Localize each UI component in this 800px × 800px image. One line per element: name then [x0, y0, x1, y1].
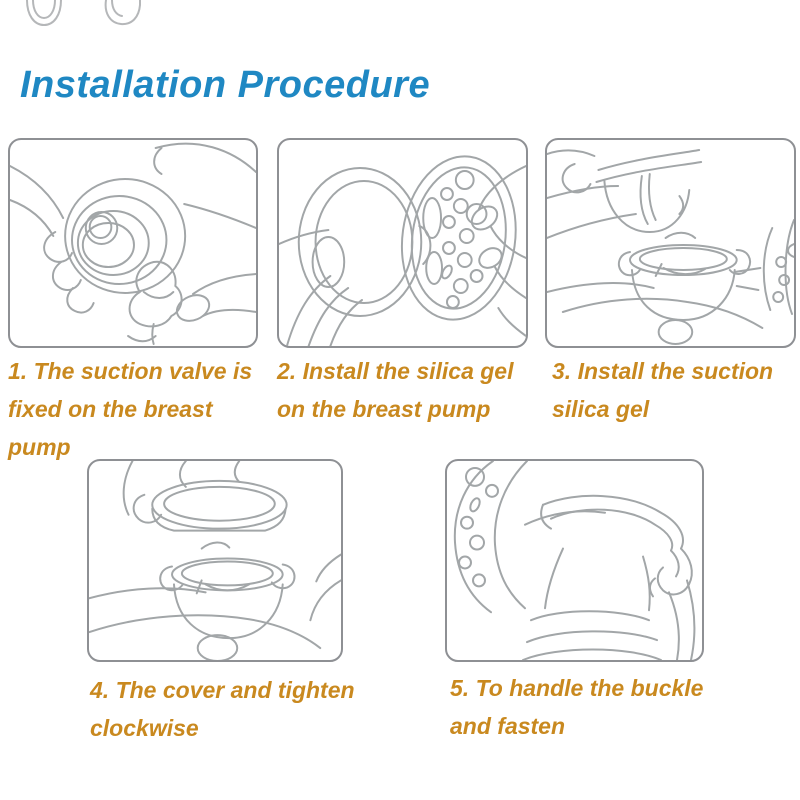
page-title: Installation Procedure [20, 64, 431, 106]
caption-line: on the breast pump [277, 396, 491, 422]
step3-illustration [547, 149, 794, 345]
step5-illustration [453, 461, 696, 660]
step1-illustration [10, 142, 256, 345]
step1-panel [8, 138, 258, 348]
step4-panel [87, 459, 343, 662]
step2-panel [277, 138, 528, 348]
caption-line: 1. The suction valve is [8, 358, 253, 384]
caption-line: 5. To handle the buckle [450, 675, 704, 701]
step3-caption: 3. Install the suction silica gel [552, 352, 773, 428]
caption-line: and fasten [450, 713, 566, 739]
caption-line: clockwise [90, 715, 199, 741]
step2-caption: 2. Install the silica gel on the breast … [277, 352, 513, 428]
step4-caption: 4. The cover and tighten clockwise [90, 671, 355, 747]
caption-line: pump [8, 434, 71, 460]
caption-line: 2. Install the silica gel [277, 358, 514, 384]
step5-caption: 5. To handle the buckle and fasten [450, 669, 703, 745]
step1-caption: 1. The suction valve is fixed on the bre… [8, 352, 252, 466]
step3-panel [545, 138, 796, 348]
step5-panel [445, 459, 704, 662]
step2-illustration [279, 155, 526, 346]
caption-line: 4. The cover and tighten [90, 677, 355, 703]
caption-line: silica gel [552, 396, 650, 422]
cropped-artwork-top [26, 0, 141, 27]
step4-illustration [89, 461, 341, 660]
caption-line: 3. Install the suction [552, 358, 774, 384]
caption-line: fixed on the breast [8, 396, 213, 422]
